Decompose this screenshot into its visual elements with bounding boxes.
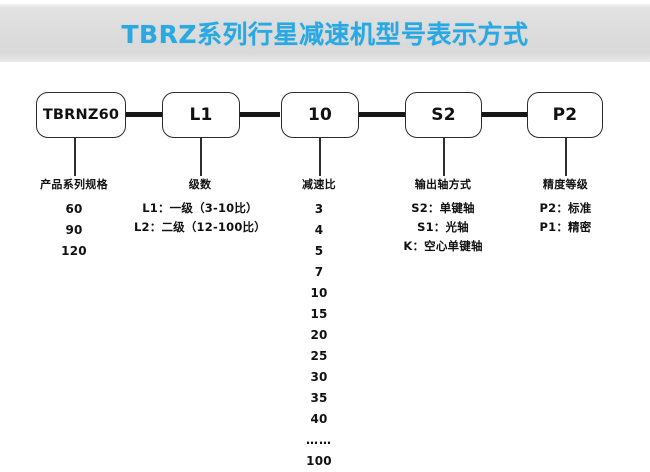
column-ratio-item: 25 [310, 349, 328, 363]
column-ratio-item: 20 [310, 328, 328, 342]
column-series-item: 90 [65, 223, 83, 237]
column-stage-item: L2：二级（12-100比） [134, 220, 266, 234]
column-series-item: 60 [65, 202, 83, 216]
connector-3 [359, 112, 405, 117]
node-series[interactable]: TBRNZ60 [36, 92, 126, 138]
column-shaft: 输出轴方式 S2：单键轴 S1：光轴 K：空心单键轴 [378, 176, 508, 256]
column-precision-item: P2：标准 [539, 201, 592, 215]
column-ratio-item: 3 [314, 202, 324, 216]
column-ratio-item: 35 [310, 391, 328, 405]
node-precision-label: P2 [552, 105, 578, 125]
column-ratio: 减速比 3 4 5 7 10 15 20 25 30 35 40 …… 100 [259, 176, 379, 472]
stem-ratio [319, 138, 321, 176]
connector-1 [126, 112, 162, 117]
column-ratio-item: 30 [310, 370, 328, 384]
page-title: TBRZ系列行星减速机型号表示方式 [121, 20, 529, 49]
stem-series [74, 138, 76, 176]
column-shaft-item: S2：单键轴 [411, 201, 475, 215]
header-band [0, 4, 650, 62]
node-ratio-label: 10 [307, 105, 333, 125]
column-series-item: 120 [61, 244, 87, 258]
column-shaft-item: S1：光轴 [417, 220, 469, 234]
node-stage-label: L1 [189, 105, 213, 125]
column-ratio-item: 100 [306, 454, 332, 468]
column-precision-item: P1：精密 [539, 220, 592, 234]
node-shaft[interactable]: S2 [405, 92, 482, 138]
column-stage-title: 级数 [188, 178, 212, 191]
stem-shaft [443, 138, 445, 176]
column-ratio-item: 40 [310, 412, 328, 426]
column-precision-title: 精度等级 [542, 178, 589, 191]
stem-precision [565, 138, 567, 176]
model-code-diagram: TBRNZ60 L1 10 S2 P2 产品系列规格 60 90 120 级数 … [0, 62, 650, 470]
node-shaft-label: S2 [431, 105, 456, 125]
column-stage-item: L1：一级（3-10比） [142, 201, 258, 215]
column-shaft-item: K：空心单键轴 [403, 239, 483, 253]
column-ratio-title: 减速比 [302, 178, 336, 191]
column-ratio-item: 5 [314, 244, 324, 258]
node-ratio[interactable]: 10 [281, 92, 359, 138]
column-ratio-item: 10 [310, 286, 328, 300]
stem-stage [200, 138, 202, 176]
column-ratio-item: 4 [314, 223, 324, 237]
column-ratio-item: 7 [314, 265, 324, 279]
node-series-label: TBRNZ60 [42, 107, 120, 123]
column-ratio-item: …… [306, 433, 332, 447]
column-shaft-title: 输出轴方式 [414, 178, 472, 191]
column-series-title: 产品系列规格 [40, 178, 108, 191]
column-series: 产品系列规格 60 90 120 [14, 176, 134, 262]
column-stage: 级数 L1：一级（3-10比） L2：二级（12-100比） [125, 176, 275, 237]
connector-4 [482, 112, 527, 117]
node-precision[interactable]: P2 [527, 92, 603, 138]
connector-2 [240, 112, 280, 117]
column-precision: 精度等级 P2：标准 P1：精密 [508, 176, 623, 237]
column-ratio-item: 15 [310, 307, 328, 321]
node-stage[interactable]: L1 [162, 92, 240, 138]
